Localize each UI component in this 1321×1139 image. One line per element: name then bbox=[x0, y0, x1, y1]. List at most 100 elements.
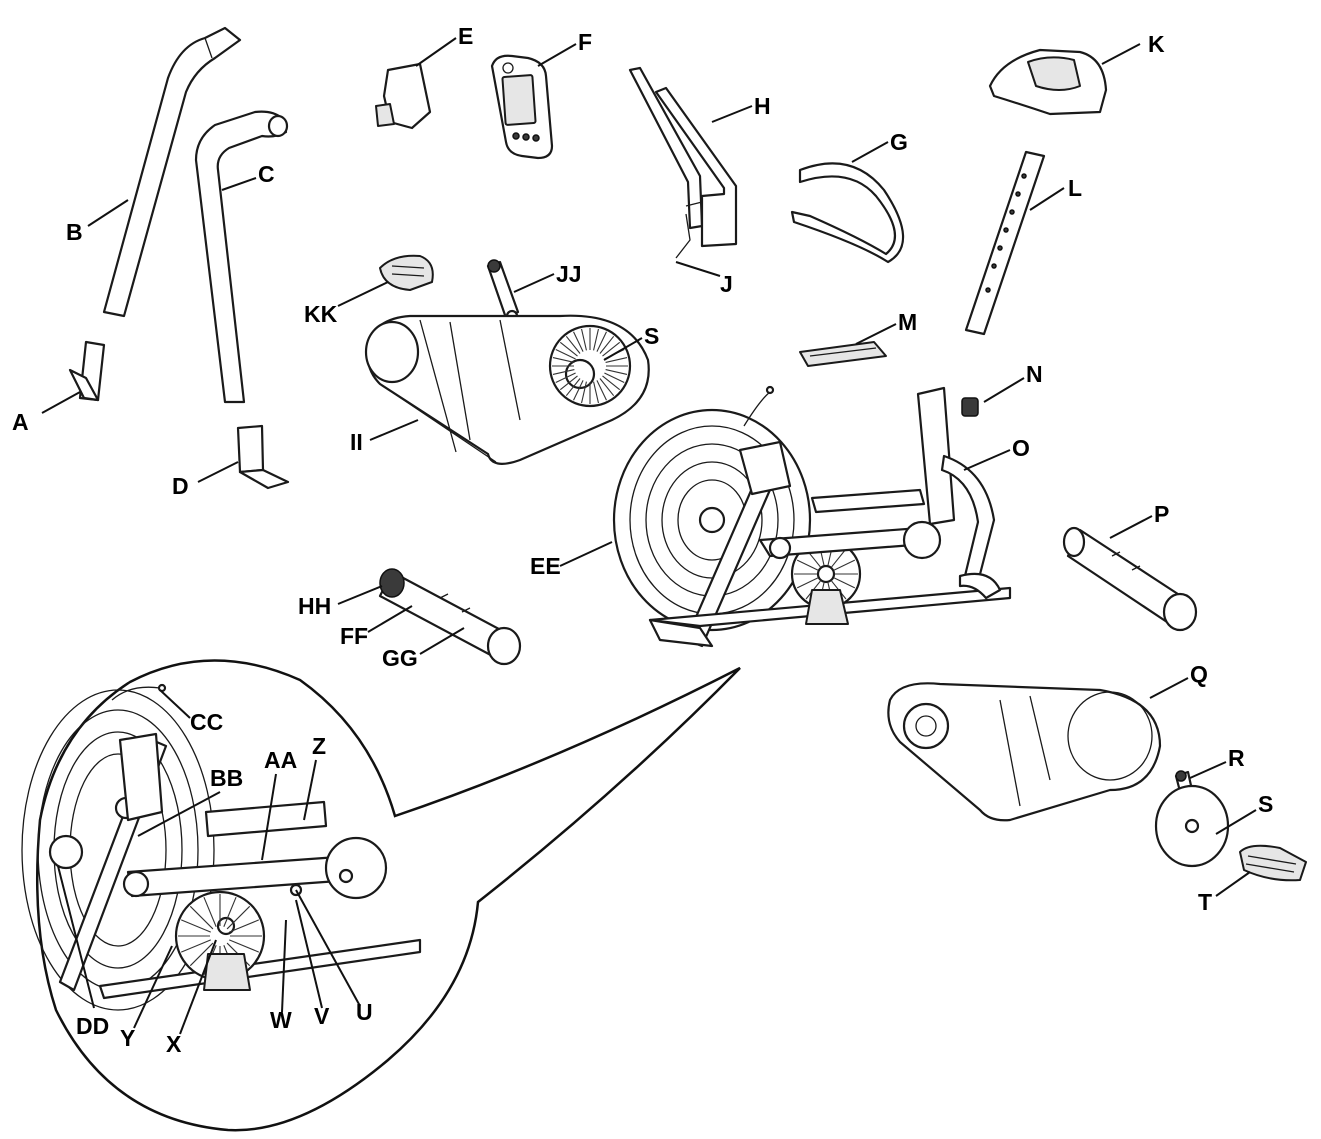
leader-e bbox=[415, 37, 457, 67]
leader-f bbox=[537, 43, 577, 67]
label-ff: FF bbox=[340, 623, 368, 649]
label-k: K bbox=[1148, 31, 1165, 57]
label-f: F bbox=[578, 29, 592, 55]
detail-flywheel-spoke bbox=[189, 905, 214, 930]
fan-spoke bbox=[565, 378, 581, 397]
leader-k bbox=[1101, 43, 1141, 65]
leader-hh bbox=[337, 585, 383, 605]
leader-v bbox=[295, 899, 323, 1009]
leader-z bbox=[303, 759, 317, 821]
leader-q bbox=[1149, 677, 1189, 699]
part-p-rear-stabilizer bbox=[1062, 526, 1198, 632]
fan-spoke bbox=[599, 335, 615, 354]
label-p: P bbox=[1154, 501, 1169, 527]
fan-spoke bbox=[559, 375, 578, 391]
label-h: H bbox=[754, 93, 771, 119]
flywheel-spoke bbox=[833, 577, 856, 589]
fan-spoke bbox=[552, 369, 575, 375]
label-q: Q bbox=[1190, 661, 1208, 687]
part-jj-crank-arm bbox=[486, 259, 520, 323]
leader-t bbox=[1215, 871, 1251, 897]
label-c: C bbox=[258, 161, 275, 187]
leader-dd bbox=[57, 865, 95, 1009]
fan-spoke bbox=[602, 375, 621, 391]
part-s-fan-disc bbox=[548, 324, 632, 408]
leader-cc bbox=[159, 689, 191, 719]
leader-s bbox=[603, 337, 643, 361]
flywheel-spoke bbox=[831, 548, 847, 568]
leader-b bbox=[87, 199, 129, 227]
part-kk-pedal bbox=[379, 254, 434, 291]
fan-spoke bbox=[605, 357, 628, 363]
fan-spoke bbox=[581, 381, 587, 404]
fan-spoke bbox=[555, 372, 576, 383]
label-o: O bbox=[1012, 435, 1030, 461]
main-bike-frame bbox=[612, 385, 1012, 648]
fan-spoke bbox=[599, 378, 615, 397]
detail-flywheel-spoke bbox=[226, 905, 251, 930]
fan-spoke bbox=[565, 335, 581, 354]
fan-spoke bbox=[581, 328, 587, 351]
detail-flywheel-spoke bbox=[203, 896, 217, 927]
label-w: W bbox=[270, 1007, 292, 1033]
part-t-pedal bbox=[1239, 844, 1307, 882]
label-z: Z bbox=[312, 733, 326, 759]
leader-m bbox=[855, 323, 897, 345]
part-k-seat bbox=[988, 48, 1108, 116]
fan-spoke bbox=[605, 369, 628, 375]
label-b: B bbox=[66, 219, 83, 245]
fan-spoke bbox=[604, 372, 625, 383]
part-s-disc-right bbox=[1154, 784, 1230, 868]
leader-n bbox=[983, 377, 1025, 403]
flywheel-spoke bbox=[796, 559, 819, 571]
leader-ee bbox=[559, 541, 613, 567]
label-e: E bbox=[458, 23, 473, 49]
leader-w bbox=[281, 919, 287, 1013]
label-gg: GG bbox=[382, 645, 418, 671]
part-h-handlebar-frame bbox=[628, 66, 738, 259]
leader-aa bbox=[261, 773, 277, 861]
leader-jj bbox=[513, 273, 555, 293]
leader-c bbox=[221, 177, 257, 191]
label-l: L bbox=[1068, 175, 1082, 201]
leader-g bbox=[851, 141, 889, 163]
detail-flywheel-spoke bbox=[189, 942, 214, 967]
leader-lines bbox=[41, 37, 1257, 1035]
fan-spoke bbox=[593, 328, 599, 351]
label-t: T bbox=[1198, 889, 1212, 915]
part-f-console bbox=[490, 54, 554, 160]
detail-callout-bubble bbox=[21, 659, 741, 1132]
label-n: N bbox=[1026, 361, 1043, 387]
label-aa: AA bbox=[264, 747, 297, 773]
fan-spoke bbox=[593, 381, 599, 404]
detail-flywheel-spoke bbox=[223, 896, 237, 927]
leader-u bbox=[295, 889, 361, 1007]
leader-j bbox=[675, 261, 721, 277]
label-bb: BB bbox=[210, 765, 243, 791]
leader-a bbox=[41, 391, 81, 414]
part-d-foot-bracket bbox=[236, 424, 290, 490]
fan-spoke bbox=[596, 331, 607, 352]
leader-r bbox=[1189, 761, 1227, 779]
fan-spoke bbox=[555, 349, 576, 360]
label-u: U bbox=[356, 999, 373, 1025]
leader-p bbox=[1109, 515, 1153, 539]
leader-bb bbox=[137, 791, 221, 837]
detail-flywheel-spoke bbox=[229, 939, 260, 953]
label-ee: EE bbox=[530, 553, 561, 579]
part-front-stabilizer bbox=[378, 568, 522, 666]
label-y: Y bbox=[120, 1025, 135, 1051]
label-r: R bbox=[1228, 745, 1245, 771]
leader-l bbox=[1029, 187, 1065, 211]
label-x: X bbox=[166, 1031, 182, 1057]
part-m-seat-rail bbox=[799, 341, 887, 367]
fan-spoke bbox=[602, 341, 621, 357]
part-c-handlebar-arm bbox=[194, 110, 289, 404]
leader-kk bbox=[337, 281, 389, 307]
part-a-foot-bracket bbox=[68, 340, 106, 402]
label-hh: HH bbox=[298, 593, 331, 619]
flywheel-spoke bbox=[796, 577, 819, 589]
label-cc: CC bbox=[190, 709, 223, 735]
fan-spoke bbox=[573, 380, 584, 401]
